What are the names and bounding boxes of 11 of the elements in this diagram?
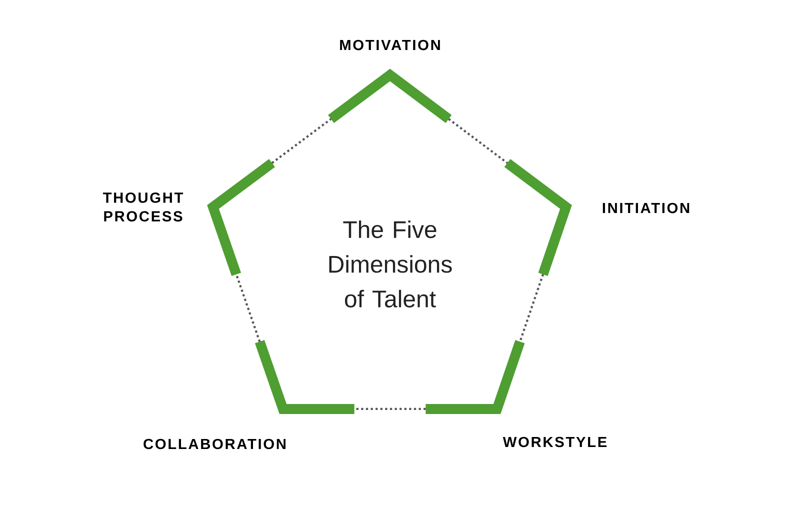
dimension-label: INITIATION [602, 202, 690, 214]
dotted-line [354, 408, 426, 410]
center-title: The Five Dimensions of Talent [329, 220, 452, 308]
dimension-label: COLLABORATION [144, 438, 286, 450]
dotted-line [235, 274, 261, 342]
dimension-label: THOUGHT PROCESS [102, 192, 184, 222]
dimension-label: MOTIVATION [340, 40, 440, 50]
dotted-line [271, 118, 332, 164]
dotted-line [518, 274, 544, 342]
dotted-line [448, 118, 508, 164]
dimension-label: WORKSTYLE [502, 436, 607, 448]
